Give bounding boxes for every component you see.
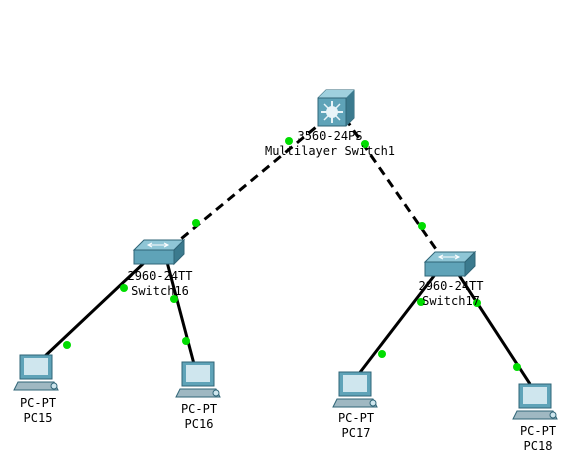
device-model-label: PC-PT (519, 424, 557, 438)
device-model-label: PC-PT (337, 411, 375, 425)
link-light-sw17-end (473, 299, 481, 307)
link-light-pc18-end (513, 363, 521, 371)
device-model-label: 2960-24TT (418, 279, 484, 293)
device-model-label: PC-PT (180, 402, 218, 416)
device-model-label: 2960-24TT (127, 269, 193, 283)
device-name-label: PC17 (341, 426, 371, 440)
device-name-label: PC16 (184, 417, 214, 431)
link-sw16-pc16[interactable] (165, 261, 196, 365)
device-model-label: PC-PT (19, 396, 57, 410)
device-name-label: Multilayer Switch1 (264, 144, 396, 158)
pc-icon[interactable] (512, 383, 558, 420)
link-light-sw16-end (192, 219, 200, 227)
link-mls1-sw16[interactable] (169, 116, 328, 250)
device-name-label: PC15 (23, 411, 53, 425)
pc-icon[interactable] (13, 354, 59, 391)
link-light-sw16-end (120, 284, 128, 292)
link-light-sw17-end (417, 298, 425, 306)
link-mls1-sw17[interactable] (343, 117, 442, 256)
link-light-pc17-end (378, 350, 386, 358)
device-name-label: Switch17 (422, 294, 480, 308)
pc-icon[interactable] (332, 371, 378, 408)
multilayer-switch-icon[interactable] (317, 89, 355, 127)
link-light-pc16-end (182, 337, 190, 345)
link-sw17-pc18[interactable] (455, 271, 532, 385)
switch-icon[interactable] (423, 250, 477, 278)
pc-icon[interactable] (175, 361, 221, 398)
switch-icon[interactable] (132, 238, 186, 266)
link-sw17-pc17[interactable] (356, 271, 439, 376)
link-light-sw17-end (418, 222, 426, 230)
link-light-sw16-end (170, 295, 178, 303)
link-light-mls1-end (361, 140, 369, 148)
device-name-label: PC18 (523, 439, 553, 453)
link-light-mls1-end (285, 137, 293, 145)
link-sw16-pc15[interactable] (42, 260, 147, 359)
device-name-label: Switch16 (131, 284, 189, 298)
device-model-label: 3560-24PS (297, 129, 363, 143)
link-light-pc15-end (63, 341, 71, 349)
